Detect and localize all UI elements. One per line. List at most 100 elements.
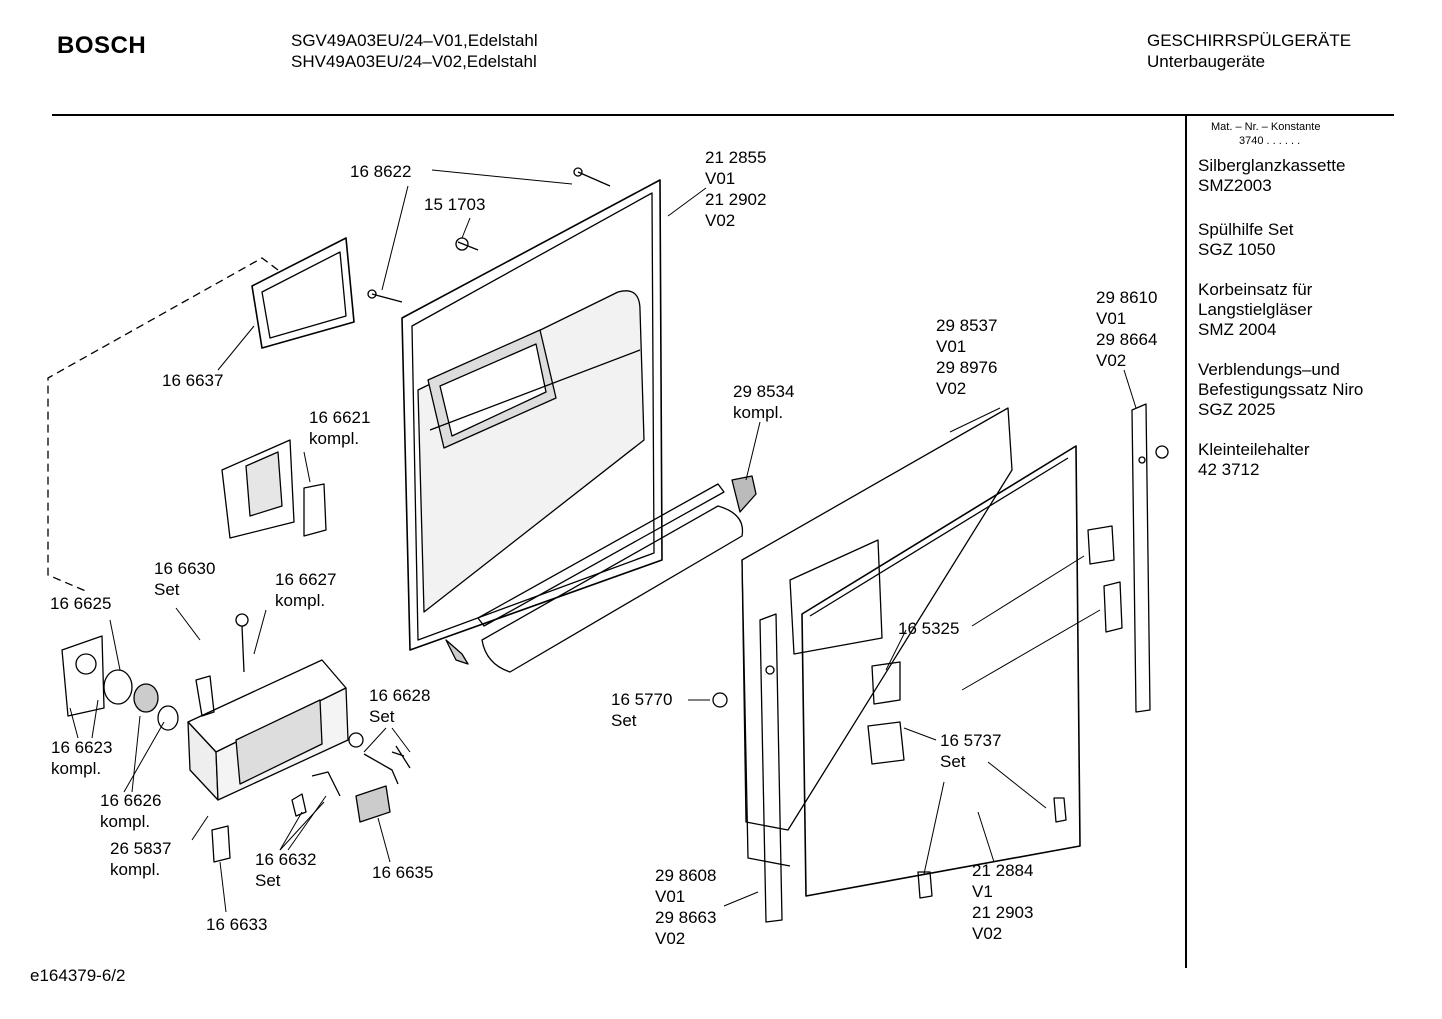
part-number: 16 5770	[611, 690, 673, 709]
part-number: 29 8534	[733, 382, 795, 401]
part-number: 29 8663	[655, 908, 717, 927]
part-label: 16 6628 Set	[369, 685, 430, 727]
accessory-item: Verblendungs–und Befestigungssatz Niro S…	[1198, 360, 1363, 420]
part-variant: V02	[655, 929, 686, 948]
part-number: 16 6637	[162, 371, 224, 390]
model-line-2: SHV49A03EU/24–V02,Edelstahl	[291, 52, 537, 71]
accessory-code: SGZ 2025	[1198, 400, 1276, 419]
accessory-item: Spülhilfe Set SGZ 1050	[1198, 220, 1293, 260]
part-label: 16 6637	[162, 370, 223, 391]
model-list: SGV49A03EU/24–V01,Edelstahl SHV49A03EU/2…	[291, 30, 538, 72]
part-variant: kompl.	[51, 759, 102, 778]
part-number: 29 8976	[936, 358, 998, 377]
part-number: 16 6630	[154, 559, 216, 578]
part-variant: V02	[1096, 351, 1127, 370]
part-variant: V01	[936, 337, 967, 356]
part-variant: V1	[972, 882, 993, 901]
part-number: 21 2855	[705, 148, 767, 167]
part-label: 29 8610 V01 29 8664 V02	[1096, 287, 1157, 371]
part-label: 16 6623 kompl.	[51, 737, 112, 779]
part-label: 29 8608 V01 29 8663 V02	[655, 865, 716, 949]
dispenser-frame	[251, 237, 355, 349]
part-variant: V02	[972, 924, 1003, 943]
part-label: 26 5837 kompl.	[110, 838, 171, 880]
part-label: 16 8622	[350, 161, 411, 182]
part-number: 29 8610	[1096, 288, 1158, 307]
accessory-code: SMZ2003	[1198, 176, 1272, 195]
part-number: 16 6632	[255, 850, 317, 869]
part-variant: V02	[705, 211, 736, 230]
part-label: 16 5770 Set	[611, 689, 672, 731]
accessory-name: Spülhilfe Set	[1198, 220, 1294, 239]
brand-logo: BOSCH	[57, 32, 147, 59]
part-number: 29 8608	[655, 866, 717, 885]
side-trim-left	[759, 613, 783, 923]
accessory-name: Korbeinsatz für	[1198, 280, 1313, 299]
part-label: 29 8534 kompl.	[733, 381, 794, 423]
accessory-name: Kleinteilehalter	[1198, 440, 1310, 459]
part-number: 29 8664	[1096, 330, 1158, 349]
accessory-item: Korbeinsatz für Langstielgläser SMZ 2004	[1198, 280, 1312, 340]
part-variant: Set	[940, 752, 966, 771]
part-number: 16 6625	[50, 594, 112, 613]
part-number: 16 8622	[350, 162, 412, 181]
part-label: 16 6632 Set	[255, 849, 316, 891]
accessory-code: 42 3712	[1198, 460, 1260, 479]
brackets	[712, 525, 1123, 899]
part-number: 26 5837	[110, 839, 172, 858]
accessory-item: Silberglanzkassette SMZ2003	[1198, 156, 1345, 196]
part-label: 29 8537 V01 29 8976 V02	[936, 315, 997, 399]
part-label: 16 5325	[898, 618, 959, 639]
accessory-item: Kleinteilehalter 42 3712	[1198, 440, 1310, 480]
accessory-code: SGZ 1050	[1198, 240, 1276, 259]
accessory-name-2: Befestigungssatz Niro	[1198, 380, 1364, 399]
part-variant: Set	[255, 871, 281, 890]
part-label: 16 6627 kompl.	[275, 569, 336, 611]
part-number: 16 6621	[309, 408, 371, 427]
category-title: GESCHIRRSPÜLGERÄTE	[1147, 31, 1352, 50]
part-label: 16 6630 Set	[154, 558, 215, 600]
part-number: 29 8537	[936, 316, 998, 335]
header-divider	[52, 114, 1394, 116]
part-number: 16 5325	[898, 619, 960, 638]
part-label: 15 1703	[424, 194, 485, 215]
part-label: 21 2884 V1 21 2903 V02	[972, 860, 1033, 944]
part-label: 16 6621 kompl.	[309, 407, 370, 449]
part-number: 21 2884	[972, 861, 1034, 880]
part-variant: Set	[369, 707, 395, 726]
part-variant: Set	[611, 711, 637, 730]
part-label: 16 5737 Set	[940, 730, 1001, 772]
knob-parts	[61, 613, 249, 731]
decor-panel	[789, 445, 1081, 897]
part-variant: kompl.	[110, 860, 161, 879]
part-label: 16 6633	[206, 914, 267, 935]
part-label: 21 2855 V01 21 2902 V02	[705, 147, 766, 231]
accessory-name: Silberglanzkassette	[1198, 156, 1346, 175]
control-module	[187, 659, 349, 801]
part-number: 21 2902	[705, 190, 767, 209]
part-number: 16 6633	[206, 915, 268, 934]
part-variant: kompl.	[100, 812, 151, 831]
part-number: 21 2903	[972, 903, 1034, 922]
part-variant: V01	[655, 887, 686, 906]
sidebar-divider	[1185, 116, 1187, 968]
accessory-name-2: Langstielgläser	[1198, 300, 1313, 319]
outer-door-panel	[741, 407, 1013, 867]
mat-nr-label: Mat. – Nr. – Konstante	[1211, 121, 1321, 133]
drawing-id: e164379-6/2	[30, 966, 126, 985]
part-label: 16 6626 kompl.	[100, 790, 161, 832]
part-variant: V01	[1096, 309, 1127, 328]
part-variant: kompl.	[275, 591, 326, 610]
part-variant: V01	[705, 169, 736, 188]
small-parts	[211, 167, 611, 863]
hinge-rail	[445, 475, 757, 673]
leader-lines	[69, 169, 1137, 913]
part-number: 15 1703	[424, 195, 486, 214]
part-label: 16 6635	[372, 862, 433, 883]
side-trim-right	[1131, 403, 1169, 713]
part-number: 16 6623	[51, 738, 113, 757]
part-label: 16 6625	[50, 593, 111, 614]
category-subtitle: Unterbaugeräte	[1147, 52, 1266, 71]
part-variant: Set	[154, 580, 180, 599]
